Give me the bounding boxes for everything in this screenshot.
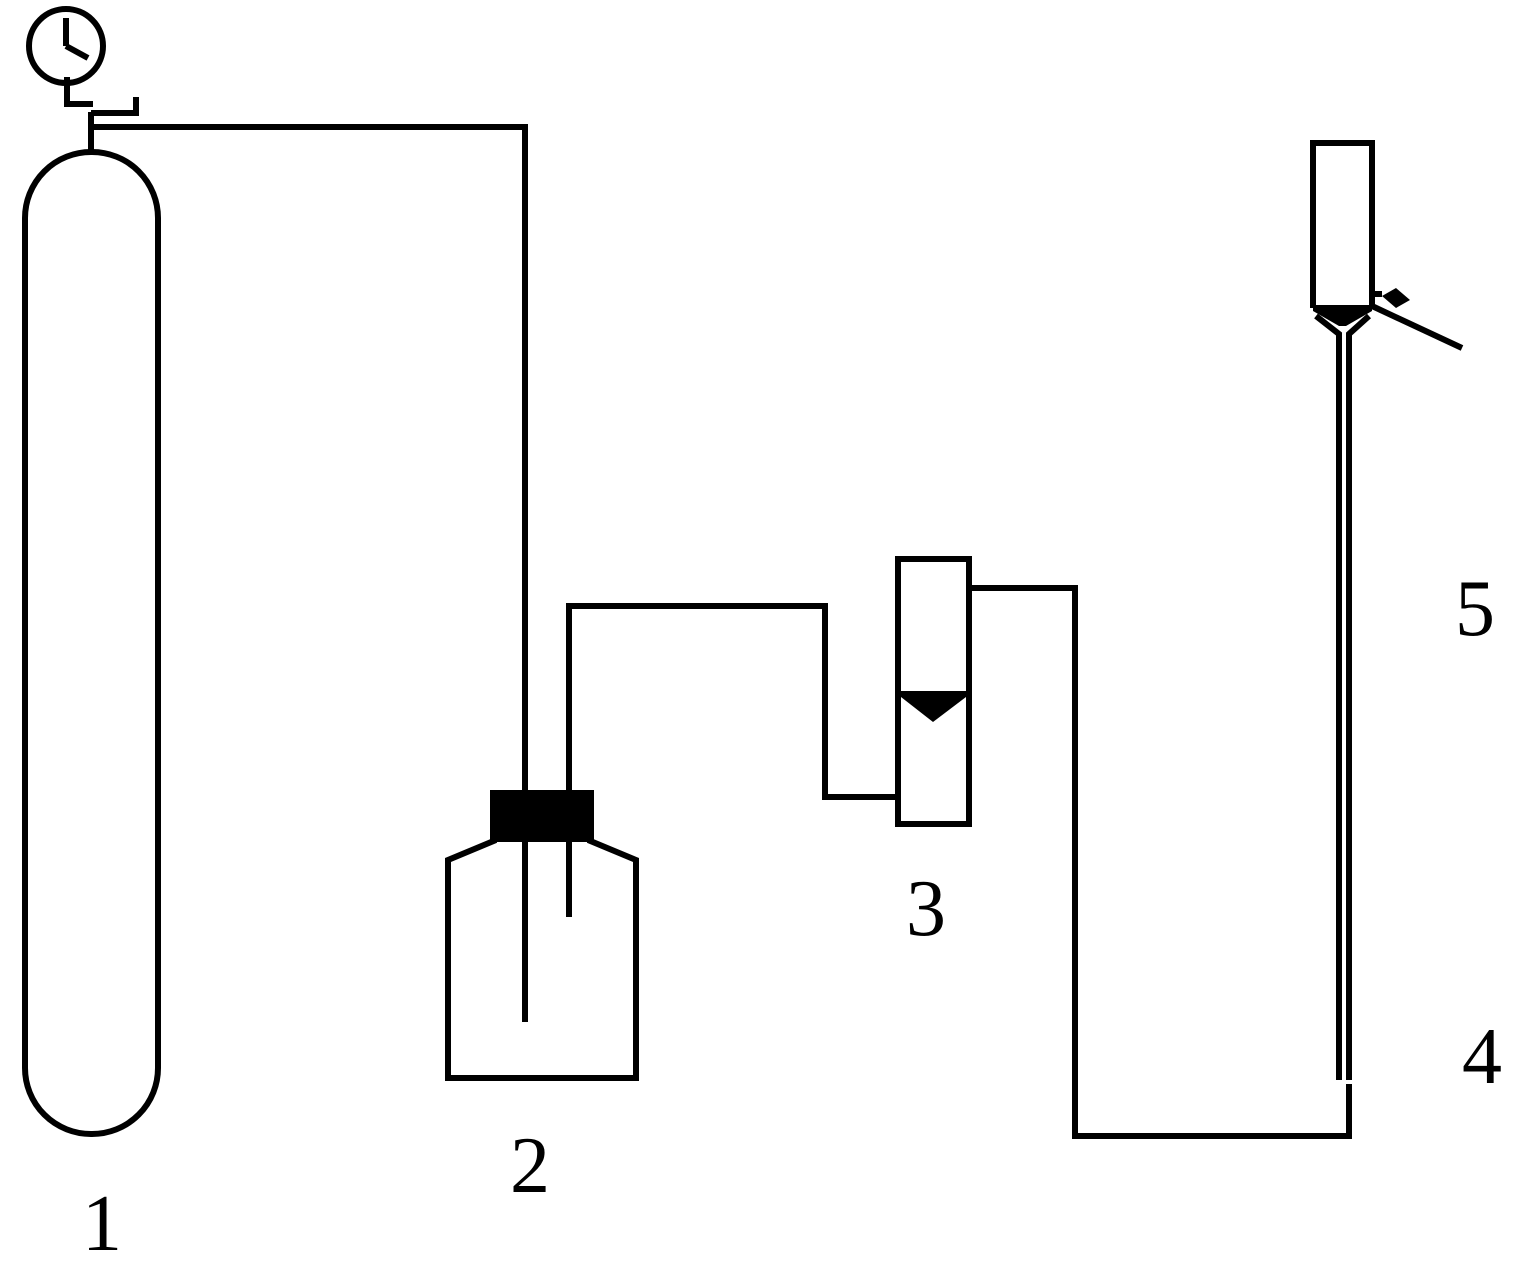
label-column: 5 xyxy=(1455,565,1495,653)
gas-line-bottle-to-flowmeter xyxy=(566,603,898,800)
valve-icon xyxy=(1372,288,1410,308)
wash-bottle xyxy=(445,790,639,1081)
gas-line-cylinder-to-bottle xyxy=(91,124,528,792)
gas-line-flowmeter-to-column xyxy=(969,585,1352,1139)
column xyxy=(1310,140,1375,1080)
label-valve: 4 xyxy=(1462,1013,1502,1101)
label-wash-bottle: 2 xyxy=(510,1122,550,1210)
gas-cylinder xyxy=(22,77,161,1137)
pressure-gauge-icon xyxy=(26,6,106,86)
label-flowmeter: 3 xyxy=(906,865,946,953)
label-gas-cylinder: 1 xyxy=(82,1180,122,1266)
flowmeter xyxy=(895,556,972,827)
valve-leader-line xyxy=(1370,303,1464,351)
